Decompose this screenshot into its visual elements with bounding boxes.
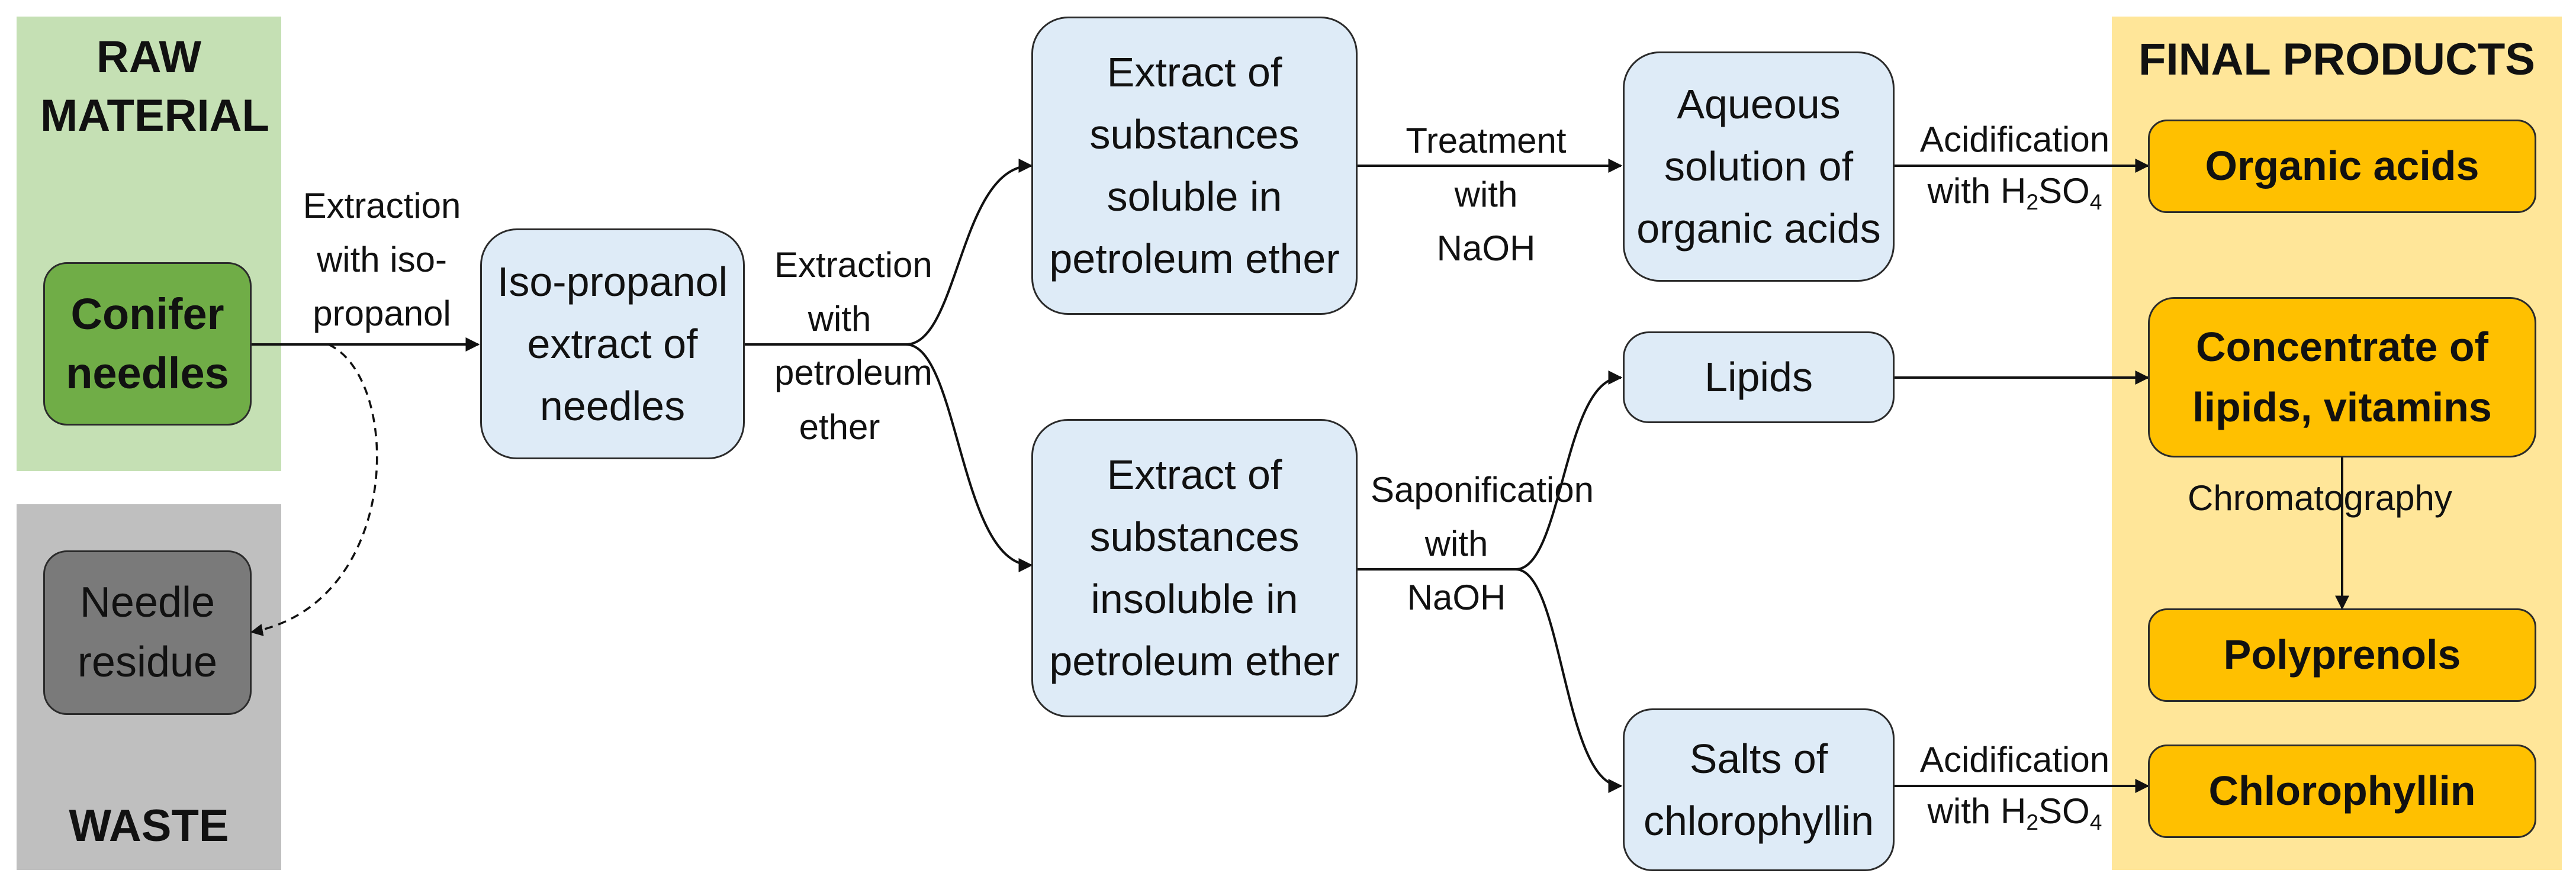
- label-chromatography: Chromatography: [2188, 478, 2452, 518]
- label-treatment-naoh: Treatment with NaOH: [1406, 121, 1567, 269]
- node-soluble-extract: Extract of substances soluble in petrole…: [1031, 17, 1358, 315]
- final-products-title: FINAL PRODUCTS: [2138, 34, 2535, 85]
- label-saponification: Saponification with NaOH: [1371, 470, 1594, 618]
- node-needle-residue: Needle residue: [43, 550, 252, 715]
- edge-isopropanol-to-soluble: [745, 159, 1033, 346]
- node-organic-acids: Organic acids: [2148, 120, 2536, 213]
- node-concentrate: Concentrate of lipids, vitamins: [2148, 297, 2536, 457]
- node-conifer-needles: Conifer needles: [43, 262, 252, 426]
- node-chlorophyllin: Chlorophyllin: [2148, 745, 2536, 838]
- waste-title: WASTE: [69, 801, 229, 851]
- node-polyprenols: Polyprenols: [2148, 608, 2536, 702]
- node-salts-chlorophyllin: Salts of chlorophyllin: [1623, 708, 1895, 871]
- node-insoluble-extract: Extract of substances insoluble in petro…: [1031, 419, 1358, 717]
- label-acidification-bottom: Acidification with H2SO4: [1893, 734, 2136, 837]
- raw-material-title: RAW MATERIAL: [40, 32, 269, 141]
- edge-insoluble-to-salts: [1515, 568, 1623, 793]
- edge-insoluble-to-lipids: [1358, 370, 1623, 571]
- acid-formula: with H2SO4: [1927, 171, 2102, 215]
- label-acidification-top: Acidification with H2SO4: [1893, 114, 2136, 217]
- node-lipids: Lipids: [1623, 331, 1895, 423]
- node-aqueous-solution: Aqueous solution of organic acids: [1623, 51, 1895, 282]
- edge-conifer-to-residue: [250, 343, 378, 636]
- label-extraction-petroleum: Extraction with petroleum ether: [774, 245, 932, 447]
- node-isopropanol-extract: Iso-propanol extract of needles: [480, 228, 745, 459]
- label-extraction-isopropanol: Extraction with iso-propanol: [303, 186, 461, 334]
- acid-formula: with H2SO4: [1927, 791, 2102, 835]
- edge-isopropanol-to-insoluble: [905, 343, 1033, 572]
